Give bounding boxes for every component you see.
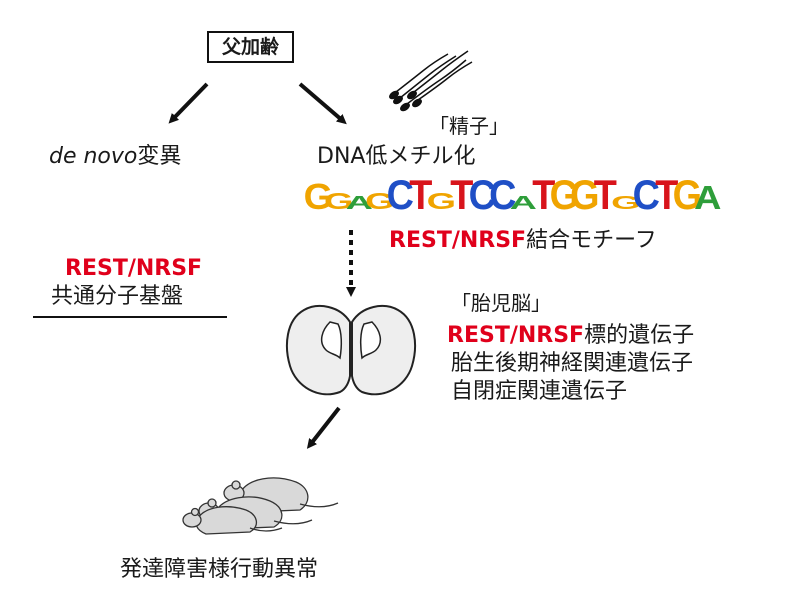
- logo-letter: C: [489, 172, 516, 218]
- arrow-to-methylation: [298, 82, 347, 125]
- dna-hypomethylation-label: DNA低メチル化: [317, 144, 476, 169]
- motif-caption: REST/NRSF結合モチーフ: [389, 228, 657, 254]
- logo-letter: C: [633, 172, 660, 218]
- logo-letter: G: [550, 172, 579, 218]
- fetal-brain-line1: REST/NRSF標的遺伝子: [447, 323, 694, 349]
- motif-caption-red: REST/NRSF: [389, 228, 527, 253]
- logo-letter: G: [673, 172, 702, 218]
- logo-letter: G: [570, 172, 599, 218]
- logo-letter: T: [655, 172, 678, 218]
- root-node-paternal-age: 父加齢: [207, 31, 294, 63]
- sperm-label: 「精子」: [429, 114, 509, 138]
- logo-letter: T: [450, 172, 473, 218]
- arrow-to-denovo: [168, 82, 209, 124]
- fetal-brain-line2: 胎生後期神経関連遺伝子: [451, 351, 694, 376]
- logo-letter: G: [304, 177, 333, 217]
- logo-letter: A: [510, 193, 537, 214]
- denovo-mutation-label: de novo変異: [49, 144, 181, 170]
- motif-caption-text: 結合モチーフ: [526, 228, 657, 253]
- logo-letter: C: [469, 172, 496, 218]
- logo-letter: T: [594, 172, 617, 218]
- logo-letter: G: [427, 188, 456, 214]
- logo-letter: A: [346, 193, 373, 214]
- outcome-label: 発達障害様行動異常: [120, 557, 319, 582]
- logo-letter: G: [611, 193, 640, 214]
- fetal-brain-label: 「胎児脳」: [451, 291, 551, 315]
- common-basis-red: REST/NRSF: [65, 256, 203, 281]
- logo-letter: T: [532, 172, 555, 218]
- fetal-brain-line1-red: REST/NRSF: [447, 323, 585, 348]
- logo-letter: G: [365, 188, 394, 214]
- logo-letter: G: [324, 188, 353, 214]
- denovo-suffix: 変異: [137, 144, 182, 169]
- logo-letter: T: [409, 172, 432, 218]
- fetal-brain-line1-text: 標的遺伝子: [584, 323, 695, 348]
- arrow-to-mice: [306, 406, 341, 449]
- root-node-label: 父加齢: [221, 36, 279, 58]
- logo-letter: C: [387, 172, 414, 218]
- denovo-italic: de novo: [49, 144, 138, 169]
- logo-letter: A: [694, 179, 721, 217]
- common-basis-text: 共通分子基盤: [51, 284, 184, 309]
- fetal-brain-line3: 自閉症関連遺伝子: [451, 379, 628, 404]
